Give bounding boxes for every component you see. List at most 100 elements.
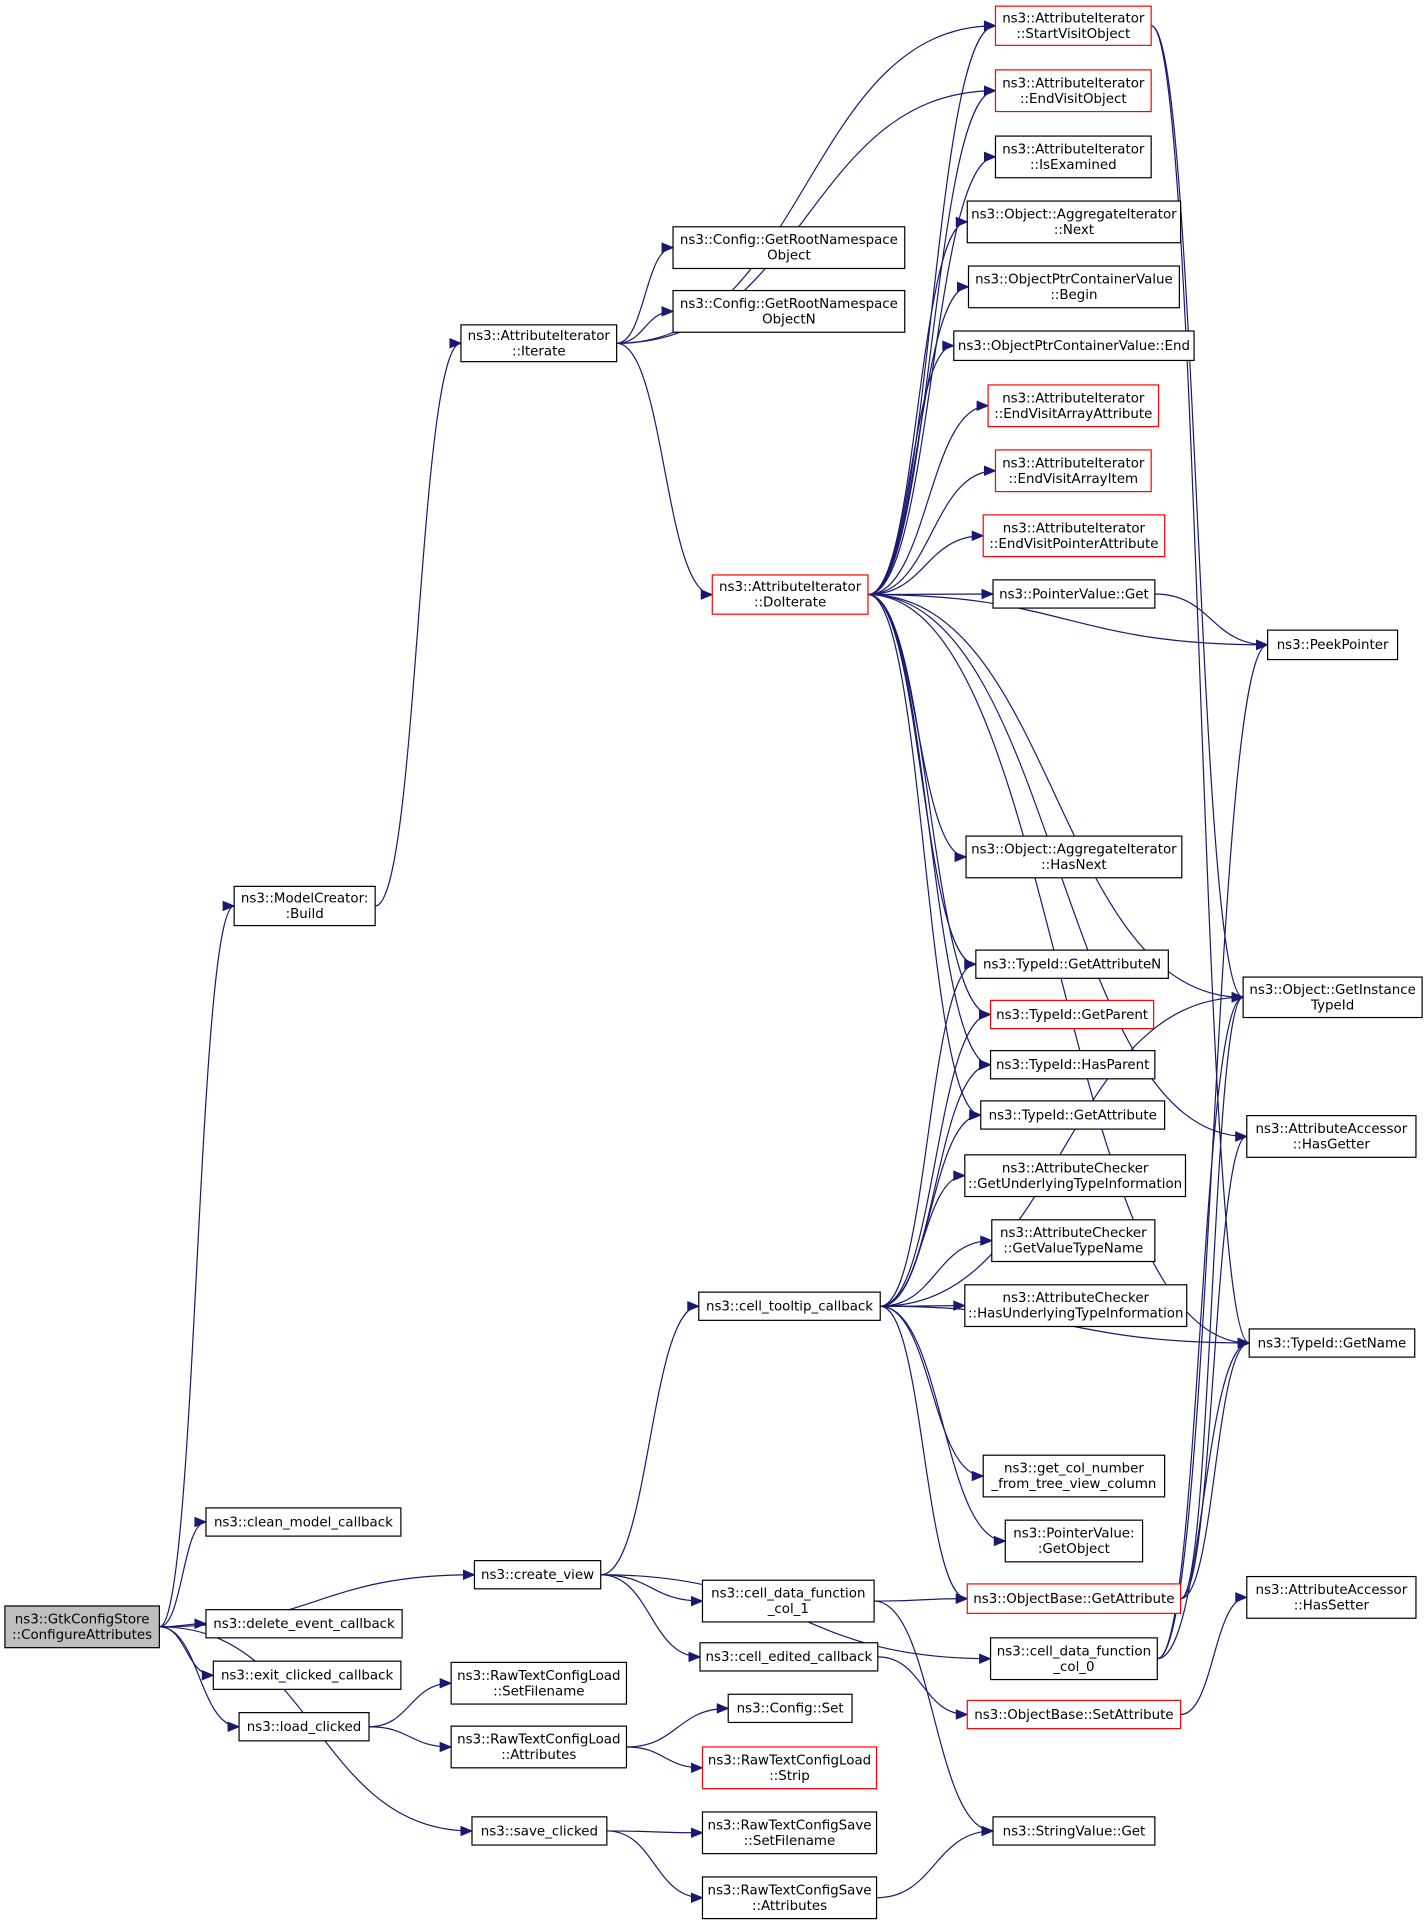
node-celldata1[interactable]: ns3::cell_data_function_col_1 — [701, 1579, 875, 1623]
node-box-getvaluetype — [991, 1219, 1156, 1263]
node-objgetattr[interactable]: ns3::ObjectBase::GetAttribute — [966, 1583, 1182, 1614]
node-label-getvaluetype-line-1: ::GetValueTypeName — [1003, 1242, 1143, 1257]
arrowhead-tooltip-to-ptrgetobj — [993, 1535, 1007, 1547]
node-rawloadstrip[interactable]: ns3::RawTextConfigLoad::Strip — [701, 1746, 878, 1790]
arrowhead-tooltip-to-getunderlying — [953, 1170, 967, 1181]
node-doiterate[interactable]: ns3::AttributeIterator::DoIterate — [711, 574, 869, 615]
node-label-hasgetter-line-0: ns3::AttributeAccessor — [1256, 1122, 1408, 1137]
node-iterate[interactable]: ns3::AttributeIterator::Iterate — [460, 324, 618, 363]
node-optrend[interactable]: ns3::ObjectPtrContainerValue::End — [953, 330, 1195, 362]
node-endvisit[interactable]: ns3::AttributeIterator::EndVisitObject — [994, 69, 1152, 113]
edge-doiterate-to-hasparent — [867, 593, 991, 1066]
node-ptrget[interactable]: ns3::PointerValue::Get — [992, 579, 1156, 609]
edge-saveclicked-to-rawsavesetfn — [606, 1830, 703, 1834]
node-isexamined[interactable]: ns3::AttributeIterator::IsExamined — [994, 135, 1152, 179]
arrowhead-tooltip-to-hasparent — [979, 1059, 992, 1070]
node-box-ptrgetobj — [1004, 1519, 1144, 1563]
node-endvisitarr[interactable]: ns3::AttributeIterator::EndVisitArrayAtt… — [987, 384, 1160, 428]
node-deleteevent[interactable]: ns3::delete_event_callback — [205, 1609, 403, 1639]
arrowhead-celldata0-to-getinstancetid — [1231, 992, 1245, 1003]
node-box-rawsaveattrs — [701, 1876, 878, 1920]
node-startvisit[interactable]: ns3::AttributeIterator::StartVisitObject — [994, 5, 1152, 46]
arrowhead-objsetattr-to-hassetter — [1235, 1592, 1249, 1603]
node-box-getcolnum — [982, 1454, 1166, 1498]
node-label-hasparent-line-0: ns3::TypeId::HasParent — [996, 1058, 1149, 1073]
node-celldata0[interactable]: ns3::cell_data_function_col_0 — [989, 1637, 1158, 1681]
node-peekptr[interactable]: ns3::PeekPointer — [1267, 629, 1399, 661]
node-optrbegin[interactable]: ns3::ObjectPtrContainerValue::Begin — [967, 265, 1180, 309]
edge-tooltip-to-getunderlying — [880, 1175, 965, 1307]
arrowhead-loadclicked-to-rawloadsetfn — [439, 1677, 453, 1689]
edge-iterate-to-getrootn — [616, 310, 674, 344]
node-getattrn[interactable]: ns3::TypeId::GetAttributeN — [975, 949, 1169, 979]
node-celledited[interactable]: ns3::cell_edited_callback — [699, 1642, 879, 1672]
node-box-celldata0 — [989, 1637, 1158, 1681]
node-box-doiterate — [711, 574, 869, 615]
node-endvisitarritem[interactable]: ns3::AttributeIterator::EndVisitArrayIte… — [994, 449, 1152, 493]
node-rawloadsetfn[interactable]: ns3::RawTextConfigLoad::SetFilename — [450, 1661, 628, 1705]
node-rawsavesetfn[interactable]: ns3::RawTextConfigSave::SetFilename — [701, 1811, 878, 1855]
edge-doiterate-to-getattribute — [867, 593, 981, 1116]
edge-tooltip-to-ptrgetobj — [880, 1305, 1006, 1542]
node-hasunderlying[interactable]: ns3::AttributeChecker::HasUnderlyingType… — [964, 1284, 1188, 1328]
node-getunderlying[interactable]: ns3::AttributeChecker::GetUnderlyingType… — [964, 1154, 1187, 1198]
node-box-root — [4, 1605, 160, 1649]
arrowhead-createview-to-celldata1 — [690, 1595, 704, 1607]
node-clean[interactable]: ns3::clean_model_callback — [205, 1507, 402, 1537]
node-box-createview — [473, 1560, 602, 1590]
node-exitclicked[interactable]: ns3::exit_clicked_callback — [212, 1660, 402, 1690]
node-label-rawsavesetfn-line-1: ::SetFilename — [744, 1834, 835, 1849]
edge-tooltip-to-getparent — [880, 1013, 991, 1307]
node-box-hasparent — [989, 1050, 1156, 1080]
edge-startvisit-to-getinstancetid — [1150, 25, 1244, 998]
node-loadclicked[interactable]: ns3::load_clicked — [238, 1712, 370, 1742]
arrowhead-root-to-exitclicked — [201, 1670, 215, 1681]
node-getvaluetype[interactable]: ns3::AttributeChecker::GetValueTypeName — [991, 1219, 1156, 1263]
node-getattribute[interactable]: ns3::TypeId::GetAttribute — [980, 1100, 1166, 1130]
node-objsetattr[interactable]: ns3::ObjectBase::SetAttribute — [966, 1699, 1182, 1730]
node-box-getattrn — [975, 949, 1169, 979]
arrowhead-doiterate-to-endvisitarritem — [983, 465, 997, 477]
node-configset[interactable]: ns3::Config::Set — [727, 1693, 853, 1724]
edge-createview-to-celledited — [600, 1574, 701, 1658]
node-getname[interactable]: ns3::TypeId::GetName — [1248, 1328, 1416, 1358]
node-endvisitptr[interactable]: ns3::AttributeIterator::EndVisitPointerA… — [982, 514, 1166, 558]
node-root[interactable]: ns3::GtkConfigStore::ConfigureAttributes — [4, 1605, 160, 1649]
node-aggnext[interactable]: ns3::Object::AggregateIterator::Next — [966, 200, 1182, 244]
node-box-ptrget — [992, 579, 1156, 609]
node-getcolnum[interactable]: ns3::get_col_number_from_tree_view_colum… — [982, 1454, 1166, 1498]
edge-root-to-clean — [159, 1521, 207, 1628]
node-ptrgetobj[interactable]: ns3::PointerValue::GetObject — [1004, 1519, 1144, 1563]
node-box-rawloadstrip — [701, 1746, 878, 1790]
node-rawloadattrs[interactable]: ns3::RawTextConfigLoad::Attributes — [450, 1725, 628, 1769]
edge-celldata0-to-getinstancetid — [1157, 996, 1244, 1660]
node-box-getattribute — [980, 1100, 1166, 1130]
edge-tooltip-to-getattrn — [880, 963, 976, 1307]
node-tooltip[interactable]: ns3::cell_tooltip_callback — [698, 1291, 881, 1321]
node-hassetter[interactable]: ns3::AttributeAccessor::HasSetter — [1246, 1575, 1417, 1619]
arrowhead-doiterate-to-endvisitptr — [971, 530, 985, 541]
node-rawsaveattrs[interactable]: ns3::RawTextConfigSave::Attributes — [701, 1876, 878, 1920]
node-label-rawsavesetfn-line-0: ns3::RawTextConfigSave — [707, 1818, 871, 1833]
node-hasparent[interactable]: ns3::TypeId::HasParent — [989, 1050, 1156, 1080]
node-agghasnext[interactable]: ns3::Object::AggregateIterator::HasNext — [965, 835, 1183, 879]
node-label-endvisitptr-line-0: ns3::AttributeIterator — [1003, 521, 1146, 536]
arrowhead-celldata1-to-objgetattr — [955, 1593, 969, 1604]
edge-rawsaveattrs-to-stringget — [876, 1830, 994, 1899]
node-box-build — [233, 885, 376, 927]
node-stringget[interactable]: ns3::StringValue::Get — [992, 1816, 1156, 1846]
node-saveclicked[interactable]: ns3::save_clicked — [471, 1816, 608, 1846]
node-getparent[interactable]: ns3::TypeId::GetParent — [989, 999, 1155, 1030]
node-label-createview-line-0: ns3::create_view — [481, 1568, 594, 1583]
node-createview[interactable]: ns3::create_view — [473, 1560, 602, 1590]
node-box-endvisitarr — [987, 384, 1160, 428]
arrowhead-doiterate-to-optrend — [942, 340, 956, 351]
node-hasgetter[interactable]: ns3::AttributeAccessor::HasGetter — [1246, 1115, 1417, 1158]
node-label-saveclicked-line-0: ns3::save_clicked — [481, 1824, 598, 1839]
node-build[interactable]: ns3::ModelCreator::Build — [233, 885, 376, 927]
edge-objgetattr-to-getname — [1180, 1342, 1250, 1600]
node-label-getroot-line-0: ns3::Config::GetRootNamespace — [680, 233, 898, 248]
